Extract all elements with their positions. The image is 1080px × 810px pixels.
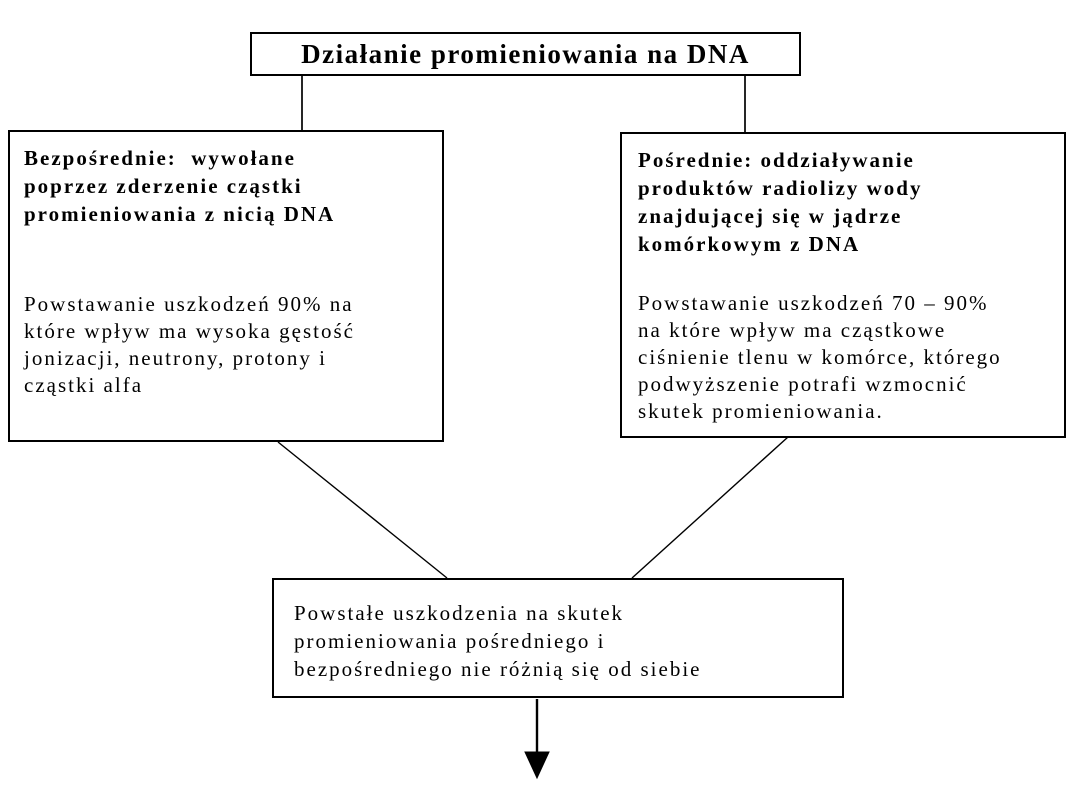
direct-effect-description: Powstawanie uszkodzeń 90% na które wpływ… <box>24 291 436 399</box>
heading-line: znajdującej się w jądrze <box>638 204 903 228</box>
heading-line: Pośrednie: oddziaływanie <box>638 148 915 172</box>
body-line: które wpływ ma wysoka gęstość <box>24 319 355 343</box>
indirect-effect-box: Pośrednie: oddziaływanie produktów radio… <box>620 132 1066 438</box>
body-line: cząstki alfa <box>24 373 144 397</box>
heading-line: produktów radiolizy wody <box>638 176 923 200</box>
body-line: Powstawanie uszkodzeń 70 – 90% <box>638 291 989 315</box>
body-line: podwyższenie potrafi wzmocnić <box>638 372 968 396</box>
body-line: Powstałe uszkodzenia na skutek <box>294 601 625 625</box>
indirect-effect-heading: Pośrednie: oddziaływanie produktów radio… <box>638 146 1058 258</box>
heading-line: poprzez zderzenie cząstki <box>24 174 303 198</box>
body-line: bezpośredniego nie różnią się od siebie <box>294 657 702 681</box>
connector-indirect-to-conclusion <box>631 436 789 579</box>
direct-effect-box: Bezpośrednie: wywołane poprzez zderzenie… <box>8 130 444 442</box>
body-line: jonizacji, neutrony, protony i <box>24 346 327 370</box>
title-box: Działanie promieniowania na DNA <box>250 32 801 76</box>
connector-direct-to-conclusion <box>277 441 448 579</box>
body-line: promieniowania pośredniego i <box>294 629 606 653</box>
body-line: skutek promieniowania. <box>638 399 884 423</box>
conclusion-box: Powstałe uszkodzenia na skutek promienio… <box>272 578 844 698</box>
heading-line: komórkowym z DNA <box>638 232 861 256</box>
direct-effect-heading: Bezpośrednie: wywołane poprzez zderzenie… <box>24 144 436 228</box>
down-arrow-head-icon <box>524 751 550 780</box>
body-line: ciśnienie tlenu w komórce, którego <box>638 345 1002 369</box>
body-line: na które wpływ ma cząstkowe <box>638 318 947 342</box>
heading-line: promieniowania z nicią DNA <box>24 202 336 226</box>
body-line: Powstawanie uszkodzeń 90% na <box>24 292 354 316</box>
conclusion-text: Powstałe uszkodzenia na skutek promienio… <box>294 599 836 683</box>
heading-line: Bezpośrednie: wywołane <box>24 146 296 170</box>
indirect-effect-description: Powstawanie uszkodzeń 70 – 90% na które … <box>638 290 1058 425</box>
